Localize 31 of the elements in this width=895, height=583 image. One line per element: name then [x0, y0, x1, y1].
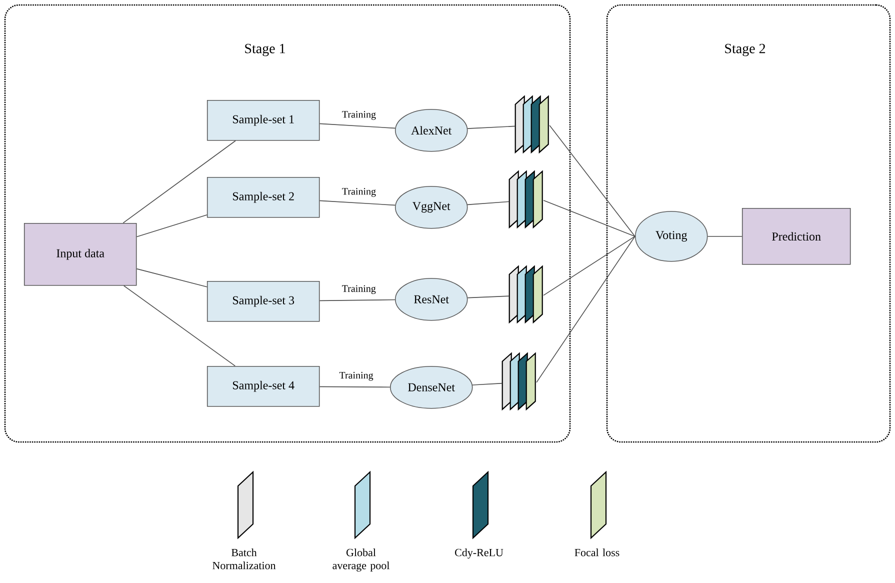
process-box: Sample-set 4	[206, 366, 320, 407]
connector-line	[467, 296, 510, 298]
edge-label: Training	[340, 284, 377, 295]
connector-line	[472, 382, 503, 386]
connector-line	[319, 299, 396, 302]
connector-line	[136, 214, 208, 238]
process-box: Sample-set 1	[206, 100, 320, 141]
connector-line	[707, 236, 742, 237]
connector-line	[467, 201, 510, 206]
connector-line	[549, 124, 636, 237]
connector-line	[319, 386, 390, 388]
connector-line	[543, 200, 636, 237]
process-box: Sample-set 3	[206, 280, 320, 322]
connector-line	[319, 200, 396, 206]
legend-text: Global average pool	[332, 548, 390, 572]
legend-text: Batch Normalization	[212, 548, 276, 570]
connector-line	[319, 123, 396, 129]
edge-label: Training	[340, 110, 377, 121]
process-box: Prediction	[742, 208, 851, 265]
connector-line	[536, 236, 636, 383]
process-box: Input data	[24, 222, 137, 286]
legend-text: Focal loss	[574, 548, 620, 556]
connector-line	[136, 268, 208, 288]
process-box: Sample-set 2	[206, 176, 320, 218]
connector-line	[122, 140, 236, 224]
connector-line	[123, 285, 236, 366]
edge-label: Training	[340, 187, 377, 198]
connector-line	[467, 126, 516, 129]
edge-label: Training	[338, 370, 374, 382]
connector-line	[543, 236, 636, 296]
legend-text: Cdy-ReLU	[455, 548, 504, 559]
